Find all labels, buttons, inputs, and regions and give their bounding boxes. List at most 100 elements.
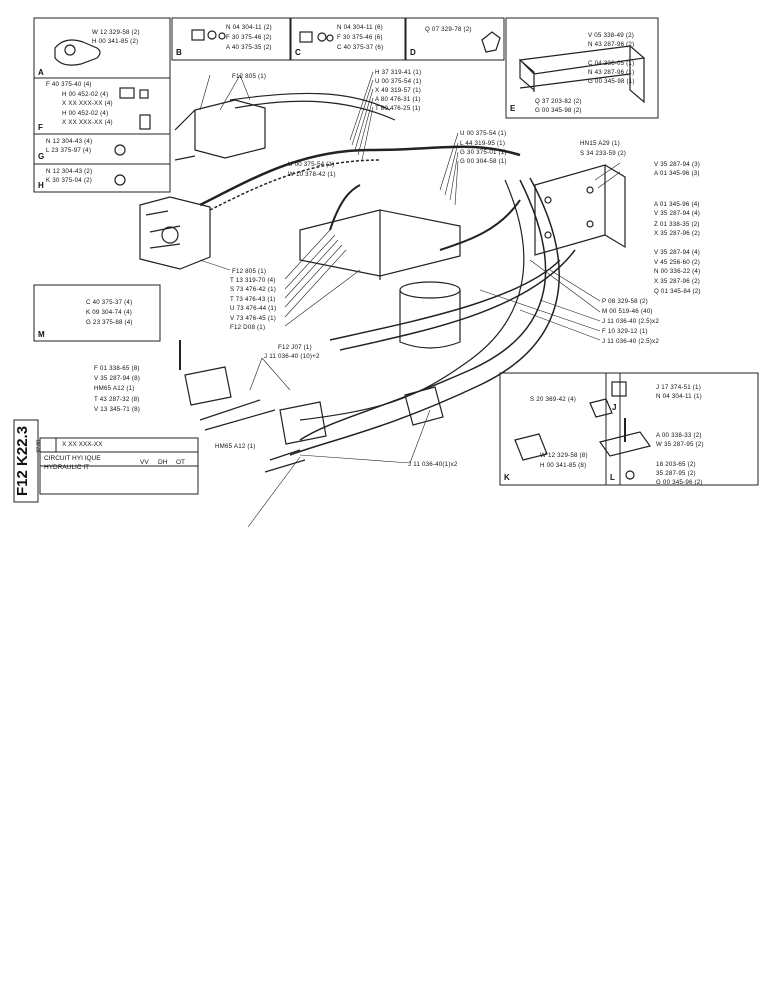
part-label: X XX XXX-XX (4) xyxy=(62,100,113,107)
callout-letter-j: J xyxy=(612,403,617,412)
callout-letter-f: F xyxy=(38,123,43,132)
callout-letter-e: E xyxy=(510,104,516,113)
sheet-code: F12 K22.3 xyxy=(14,425,31,497)
part-label: N 43 287-96 (1) xyxy=(588,69,635,76)
part-label: V 35 287-94 (8) xyxy=(94,375,140,382)
part-label: Q 07 329-78 (2) xyxy=(425,26,472,33)
part-label: H 00 452-02 (4) xyxy=(62,91,109,98)
title-line-english: HYDRAULIC IT xyxy=(44,464,90,471)
part-label: V 73 476-45 (1) xyxy=(230,315,276,322)
part-label: F12 D08 (1) xyxy=(230,324,266,331)
variant-badge: VV xyxy=(140,459,149,466)
callout-letter-a: A xyxy=(38,68,44,77)
part-label: X 35 287-96 (2) xyxy=(654,230,700,237)
part-label: A 00 338-33 (2) xyxy=(656,432,702,439)
part-label: T 73 476-43 (1) xyxy=(230,296,276,303)
part-label: F12 805 (1) xyxy=(232,268,267,275)
part-label: C 40 375-37 (6) xyxy=(337,44,384,51)
part-label: T 80 476-25 (1) xyxy=(375,105,421,112)
part-label: F 30 375-46 (6) xyxy=(337,34,383,41)
part-label: V 45 256-60 (2) xyxy=(654,259,700,266)
part-label: J 11 036-40(1)x2 xyxy=(408,461,458,468)
part-label: X 49 319-57 (1) xyxy=(375,87,421,94)
part-label: N 12 304-43 (4) xyxy=(46,138,93,145)
callout-box-m xyxy=(33,284,161,342)
part-label: J 11 036-40 (2.5)x2 xyxy=(602,338,659,345)
part-label: U 00 375-54 (1) xyxy=(375,78,422,85)
variant-badge: OT xyxy=(176,459,186,466)
callout-box-d xyxy=(405,17,505,61)
part-label: G 00 345-98 (2) xyxy=(535,107,582,114)
part-label: S 20 369-42 (4) xyxy=(530,396,576,403)
part-label: V 35 287-94 (4) xyxy=(654,210,700,217)
part-label: G 23 375-88 (4) xyxy=(86,319,133,326)
part-label: V 35 287-94 (4) xyxy=(654,249,700,256)
part-label: HM65 A12 (1) xyxy=(215,443,256,450)
part-label: K 09 304-74 (4) xyxy=(86,309,132,316)
part-label: F12 J07 (1) xyxy=(278,344,312,351)
callout-box-k xyxy=(499,372,621,486)
part-label: G 00 304-58 (1) xyxy=(460,158,507,165)
part-label: F 10 329-12 (1) xyxy=(602,328,648,335)
callout-letter-h: H xyxy=(38,181,44,190)
part-label: A 40 375-35 (2) xyxy=(226,44,272,51)
part-label: S 73 476-42 (1) xyxy=(230,286,276,293)
callout-letter-c: C xyxy=(295,48,301,57)
part-label: W 12 329-58 (2) xyxy=(92,29,140,36)
part-label: 18 203-65 (2) xyxy=(656,461,696,468)
part-label: N 04 304-11 (1) xyxy=(656,393,702,400)
part-label: N 04 304-11 (2) xyxy=(226,24,272,31)
callout-box-c xyxy=(290,17,406,61)
part-label: G 00 345-98 (1) xyxy=(588,78,635,85)
variant-badge: DH xyxy=(158,459,168,466)
part-label: S 34 233-59 (2) xyxy=(580,150,626,157)
callout-letter-m: M xyxy=(38,330,45,339)
callout-box-l xyxy=(605,372,759,486)
part-label: A 80 476-31 (1) xyxy=(375,96,421,103)
part-label: G 30 375-01 (1) xyxy=(460,149,507,156)
callout-letter-l: L xyxy=(610,473,615,482)
part-label: U 00 375-54 (1) xyxy=(288,161,335,168)
title-block: X XX XXX-XX CIRCUIT HYI IQUE HYDRAULIC I… xyxy=(40,438,198,494)
part-label: J 17 374-51 (1) xyxy=(656,384,701,391)
part-label: Z 01 338-35 (2) xyxy=(654,221,700,228)
part-label: U 73 476-44 (1) xyxy=(230,305,277,312)
part-label: HN15 A29 (1) xyxy=(580,140,620,147)
part-label: K 30 375-04 (2) xyxy=(46,177,92,184)
part-label: W 10 378-42 (1) xyxy=(288,171,336,178)
part-label: T 43 287-32 (8) xyxy=(94,396,140,403)
part-label: Q 01 345-84 (2) xyxy=(654,288,701,295)
part-label: F 01 338-65 (8) xyxy=(94,365,140,372)
part-label: X XX XXX-XX (4) xyxy=(62,119,113,126)
callout-letter-k: K xyxy=(504,473,510,482)
callout-box-e xyxy=(505,17,659,119)
part-label: H 37 319-41 (1) xyxy=(375,69,422,76)
part-label: C 40 375-37 (4) xyxy=(86,299,133,306)
part-label: A 01 345-96 (3) xyxy=(654,170,700,177)
part-label: L 23 375-97 (4) xyxy=(46,147,92,154)
title-line-french: CIRCUIT HYI IQUE xyxy=(44,455,101,462)
part-label: J 11 036-40 (2.5)x2 xyxy=(602,318,659,325)
part-label: W 35 287-95 (2) xyxy=(656,441,704,448)
part-label: F12 805 (1) xyxy=(232,73,267,80)
part-label: G 00 345-96 (2) xyxy=(656,479,703,486)
title-code-row: X XX XXX-XX xyxy=(62,441,103,448)
part-label: V 35 287-94 (3) xyxy=(654,161,700,168)
part-label: C 04 336-05 (1) xyxy=(588,60,635,67)
part-label: F 40 375-40 (4) xyxy=(46,81,92,88)
part-label: N 00 336-22 (4) xyxy=(654,268,701,275)
part-label: HM65 A12 (1) xyxy=(94,385,135,392)
part-label: H 00 452-02 (4) xyxy=(62,110,109,117)
part-label: J 11 036-40 (10)+2 xyxy=(264,353,320,360)
callout-box-b xyxy=(171,17,291,61)
part-label: A 01 345-96 (4) xyxy=(654,201,700,208)
part-label: N 43 287-96 (2) xyxy=(588,41,635,48)
callout-box-h xyxy=(33,163,171,193)
part-label: H 00 341-85 (8) xyxy=(540,462,587,469)
callout-letter-d: D xyxy=(410,48,416,57)
part-label: N 04 304-11 (6) xyxy=(337,24,383,31)
part-label: W 12 329-58 (8) xyxy=(540,452,588,459)
part-label: U 00 375-54 (1) xyxy=(460,130,507,137)
